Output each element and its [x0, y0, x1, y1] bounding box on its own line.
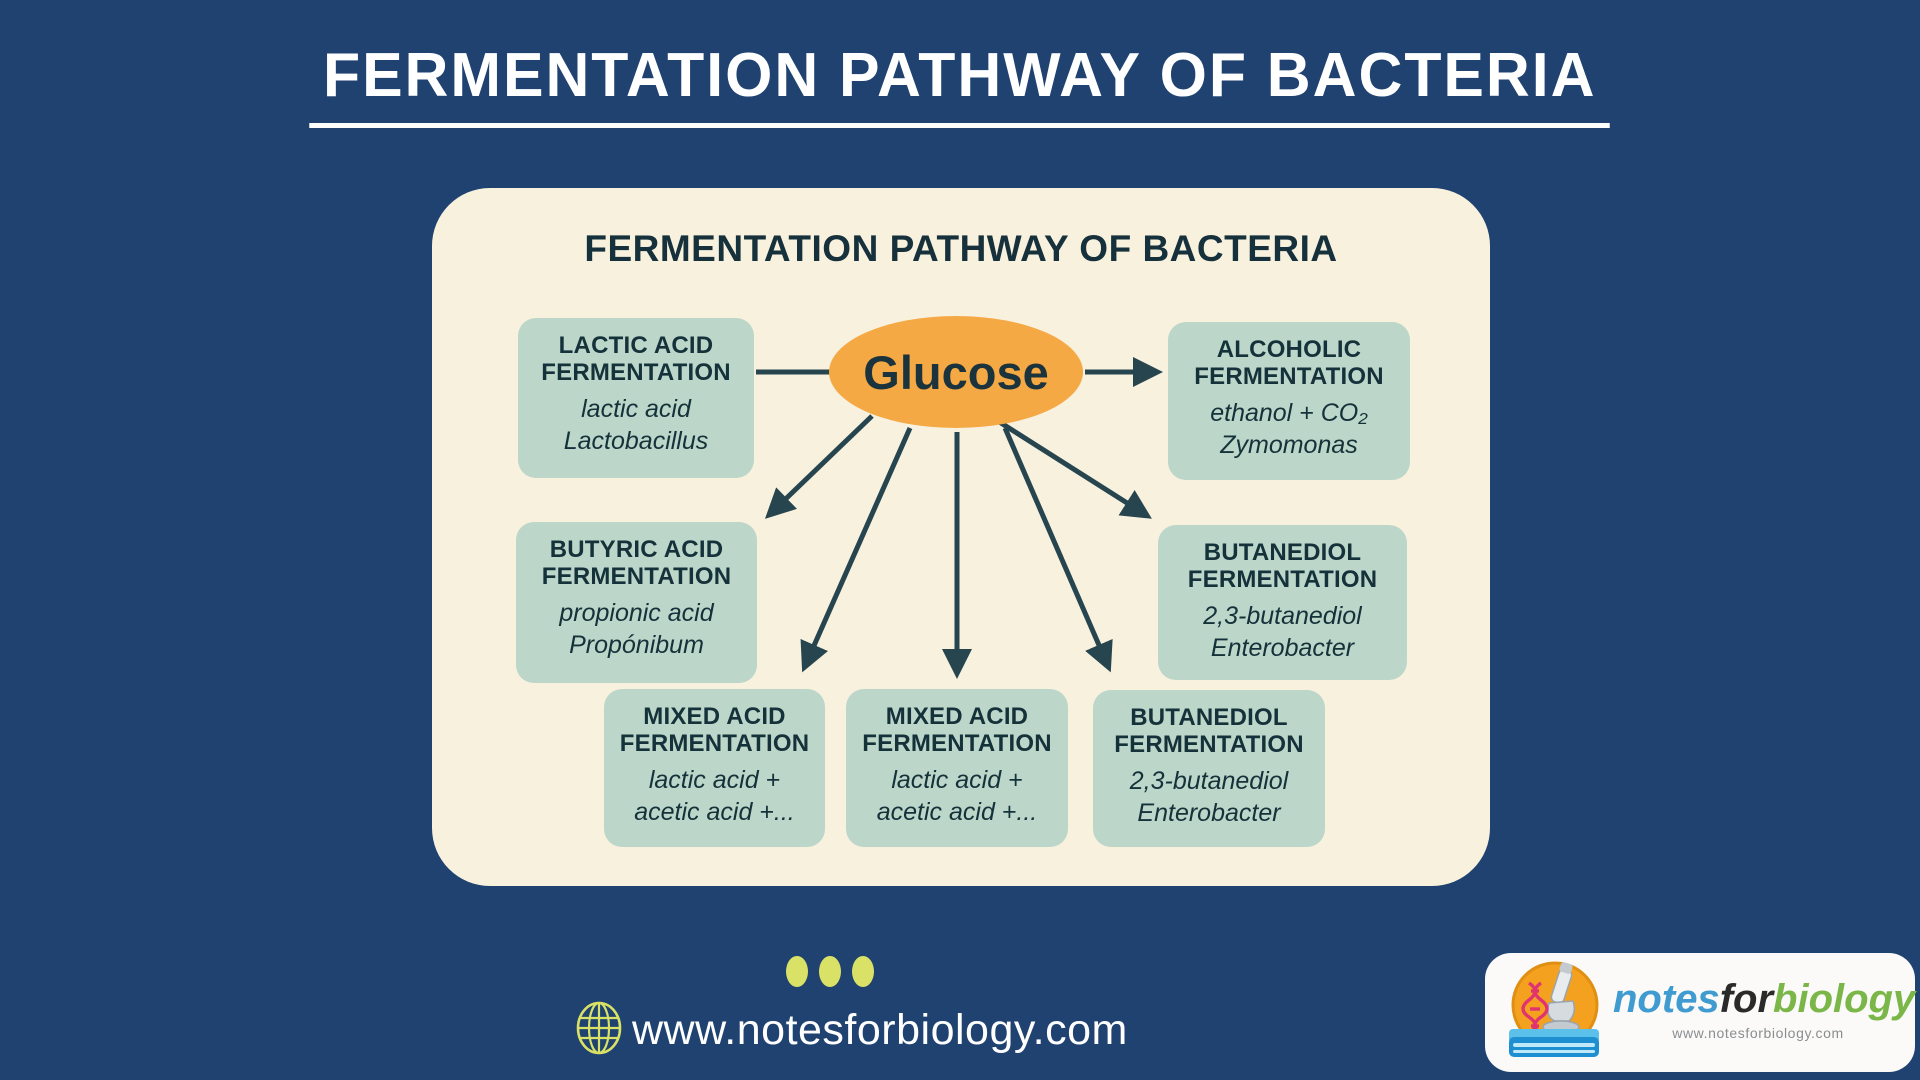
box-organism: Enterobacter [1210, 634, 1355, 663]
box-title: LACTIC ACID FERMENTATION [541, 332, 731, 387]
microscope-icon [1542, 962, 1580, 1034]
notesforbiology-logo-card: notesforbiology www.notesforbiology.com [1485, 953, 1915, 1072]
box-product: acetic acid +... [634, 798, 795, 827]
logo-word-biology: biology [1773, 977, 1916, 1021]
box-alcoholic-fermentation: ALCOHOLIC FERMENTATION ethanol + CO₂ Zym… [1168, 322, 1410, 480]
decorative-dots [786, 956, 874, 987]
website-url: www.notesforbiology.com [632, 1006, 1128, 1054]
box-butyric-acid-fermentation: BUTYRIC ACID FERMENTATION propionic acid… [516, 522, 757, 683]
box-organism: Propónibum [569, 631, 704, 660]
box-title: BUTANEDIOL FERMENTATION [1187, 539, 1378, 594]
box-product: acetic acid +... [876, 798, 1038, 827]
box-title: MIXED ACID FERMENTATION [619, 703, 810, 758]
box-organism: Zymomonas [1220, 431, 1358, 460]
diagram-card-title: FERMENTATION PATHWAY OF BACTERIA [584, 228, 1338, 269]
logo-word-for: for [1719, 977, 1774, 1021]
book-icon [1509, 1029, 1599, 1057]
logo-badge-icon [1509, 961, 1599, 1057]
box-butanediol-fermentation-bottom: BUTANEDIOL FERMENTATION 2,3-butanediol E… [1093, 690, 1325, 847]
page-title-row: FERMENTATION PATHWAY OF BACTERIA [0, 40, 1920, 128]
dot [786, 956, 808, 987]
logo-subtext-url: www.notesforbiology.com [1672, 1025, 1844, 1041]
box-product: ethanol + CO₂ [1210, 399, 1368, 428]
box-organism: Enterobacter [1137, 799, 1281, 828]
dna-icon [1521, 981, 1549, 1036]
dot [819, 956, 841, 987]
box-product: lactic acid [581, 395, 691, 424]
box-organism: Lactobacillus [563, 427, 709, 456]
box-product: propionic acid [559, 599, 714, 628]
logo-word-notes: notes [1613, 977, 1720, 1021]
box-product: lactic acid + [891, 766, 1023, 795]
globe-icon [576, 1001, 622, 1055]
box-mixed-acid-fermentation-2: MIXED ACID FERMENTATION lactic acid + ac… [846, 689, 1068, 847]
box-product: 2,3-butanediol [1203, 602, 1362, 631]
dot [852, 956, 874, 987]
box-title: BUTANEDIOL FERMENTATION [1114, 704, 1304, 759]
page-title: FERMENTATION PATHWAY OF BACTERIA [309, 40, 1611, 128]
box-product: lactic acid + [648, 766, 781, 795]
box-title: ALCOHOLIC FERMENTATION [1194, 336, 1384, 391]
box-title: BUTYRIC ACID FERMENTATION [541, 536, 732, 591]
box-title: MIXED ACID FERMENTATION [862, 703, 1052, 758]
glucose-node: Glucose [829, 316, 1083, 428]
box-butanediol-fermentation-right: BUTANEDIOL FERMENTATION 2,3-butanediol E… [1158, 525, 1407, 680]
box-lactic-acid-fermentation: LACTIC ACID FERMENTATION lactic acid Lac… [518, 318, 754, 478]
box-mixed-acid-fermentation-1: MIXED ACID FERMENTATION lactic acid + ac… [604, 689, 825, 847]
glucose-label: Glucose [863, 345, 1049, 399]
box-product: 2,3-butanediol [1129, 767, 1289, 796]
logo-wordmark: notesforbiology [1613, 977, 1915, 1022]
